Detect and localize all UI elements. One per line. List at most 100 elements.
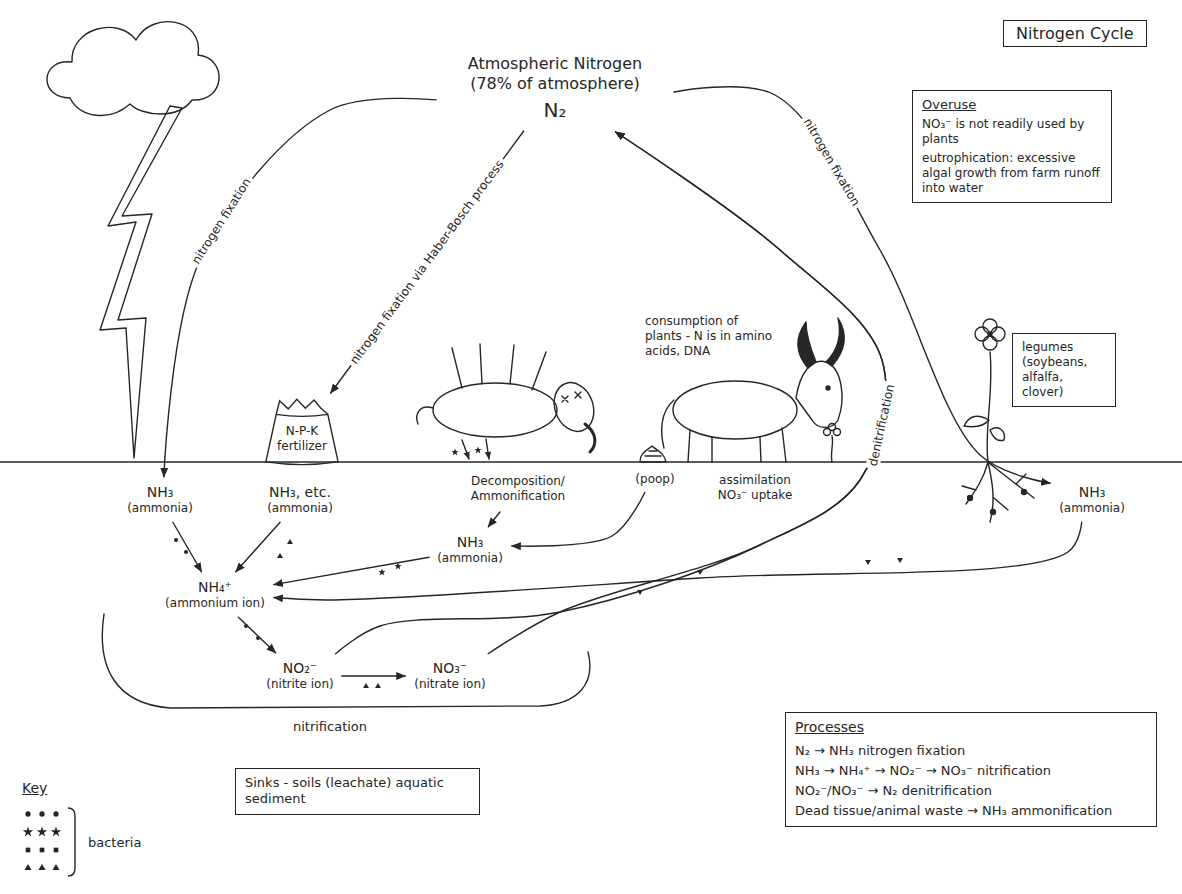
node-text: NH₃ → NH₄⁺ → NO₂⁻ → NO₃⁻ nitrification bbox=[795, 763, 1147, 779]
nitrification-bracket bbox=[102, 614, 590, 708]
node-text: NO₃⁻ is not readily used by plants bbox=[922, 117, 1102, 147]
node-text: NH₃, etc. bbox=[267, 484, 333, 502]
bacteria-symbol bbox=[25, 811, 30, 816]
flow-arrow bbox=[331, 131, 524, 393]
legume-plant bbox=[983, 336, 997, 350]
legume-plant bbox=[964, 416, 989, 427]
flow-arrow bbox=[488, 132, 886, 654]
dead-animal bbox=[417, 344, 601, 459]
bacteria-mark bbox=[697, 570, 703, 575]
bacteria-symbol bbox=[39, 811, 44, 816]
cow bbox=[826, 318, 844, 366]
dead-animal bbox=[486, 439, 489, 459]
node-text: (poop) bbox=[635, 472, 674, 487]
bacteria-mark bbox=[184, 550, 188, 554]
dead-animal bbox=[548, 377, 601, 437]
fertilizer-bag-outline bbox=[266, 399, 338, 464]
dead-animal bbox=[462, 440, 469, 459]
node-text: NH₄⁺ bbox=[165, 579, 265, 597]
flow-arrow bbox=[342, 675, 406, 676]
grazed-plant bbox=[824, 429, 831, 436]
legume-plant bbox=[964, 319, 1005, 462]
legume-roots bbox=[962, 462, 1034, 522]
note-label: assimilation NO₃⁻ uptake bbox=[712, 473, 798, 503]
bacteria-mark bbox=[256, 636, 260, 640]
bacteria-mark bbox=[475, 447, 482, 454]
node-text: NH₃ bbox=[127, 484, 193, 502]
cow bbox=[826, 386, 830, 390]
bacteria-symbol bbox=[51, 826, 61, 836]
legume-plant bbox=[987, 352, 991, 462]
nitrification-bracket bbox=[102, 614, 590, 708]
node-text: N₂ → NH₃ nitrogen fixation bbox=[795, 743, 1147, 759]
flow-arrow bbox=[274, 557, 429, 584]
node-text: Overuse bbox=[922, 97, 1102, 113]
ground-line bbox=[0, 461, 1182, 462]
bacteria-mark bbox=[897, 558, 903, 563]
cow bbox=[798, 322, 816, 368]
edge-label: nitrogen fixation via Haber-Bosch proces… bbox=[346, 155, 509, 370]
chemical-label: NO₂⁻(nitrite ion) bbox=[262, 658, 337, 695]
cow bbox=[688, 428, 786, 462]
chemical-label: NO₃⁻(nitrate ion) bbox=[410, 658, 489, 695]
flow-arrow bbox=[164, 98, 436, 476]
bacteria-symbol bbox=[24, 864, 31, 870]
node-text: NH₃ bbox=[1059, 484, 1125, 502]
cow bbox=[662, 400, 674, 448]
node-text: Sinks - soils (leachate) aquatic sedimen… bbox=[245, 775, 470, 808]
bacteria-mark bbox=[375, 683, 381, 688]
node-text: N₂ bbox=[446, 98, 664, 123]
legume-note: legumes (soybeans, alfalfa, clover) bbox=[1012, 333, 1116, 407]
bacteria-symbol bbox=[26, 848, 31, 853]
node-text: NH₃ bbox=[437, 534, 503, 552]
grazed-plant bbox=[834, 429, 841, 436]
lightning-bolt bbox=[100, 106, 182, 458]
bacteria-mark bbox=[637, 590, 643, 595]
bacteria-symbol bbox=[53, 811, 58, 816]
legend-bracket bbox=[68, 808, 75, 876]
legume-plant bbox=[983, 319, 997, 333]
node-text: NO₂⁻ bbox=[266, 660, 333, 678]
bacteria-symbol bbox=[54, 848, 59, 853]
grazed-plant bbox=[829, 424, 836, 431]
atmosphere-label: Atmospheric Nitrogen (78% of atmosphere)… bbox=[440, 50, 670, 127]
flow-arrow bbox=[336, 132, 886, 654]
chemical-label: NH₃(ammonia) bbox=[123, 482, 197, 519]
grazed-plant bbox=[831, 436, 832, 462]
bacteria-mark bbox=[244, 624, 248, 628]
legume-roots bbox=[991, 510, 996, 515]
legume-plant bbox=[975, 327, 989, 341]
chemical-label: NH₄⁺(ammonium ion) bbox=[161, 577, 269, 614]
bacteria-mark bbox=[379, 569, 386, 576]
node-text: (ammonia) bbox=[437, 551, 503, 566]
note-box: OveruseNO₃⁻ is not readily used by plant… bbox=[912, 90, 1112, 203]
chemical-label: NH₃, etc.(ammonia) bbox=[263, 482, 337, 519]
bacteria-symbol bbox=[52, 864, 59, 870]
bacteria-mark bbox=[277, 553, 283, 558]
node-text: (ammonia) bbox=[267, 501, 333, 516]
node-text: (ammonium ion) bbox=[165, 596, 265, 611]
bacteria-symbol bbox=[23, 826, 33, 836]
node-text: Atmospheric Nitrogen (78% of atmosphere) bbox=[446, 54, 664, 94]
node-text: (ammonia) bbox=[127, 501, 193, 516]
sink-box: Sinks - soils (leachate) aquatic sedimen… bbox=[235, 768, 480, 815]
dead-animal bbox=[562, 392, 581, 402]
node-text: Processes bbox=[795, 719, 1147, 737]
bacteria-symbol bbox=[40, 848, 45, 853]
legume-roots bbox=[962, 462, 1034, 522]
bacteria-mark bbox=[363, 683, 369, 688]
flow-arrow bbox=[173, 522, 202, 572]
legend-row: bacteria bbox=[18, 804, 141, 880]
manure bbox=[640, 446, 666, 462]
legend-title: Key bbox=[22, 780, 47, 798]
cow bbox=[673, 381, 797, 439]
node-text: (ammonia) bbox=[1059, 501, 1125, 516]
bacteria-symbol bbox=[37, 826, 47, 836]
flow-arrow bbox=[236, 522, 280, 572]
node-text: NO₃⁻ bbox=[414, 660, 485, 678]
dead-animal bbox=[452, 344, 546, 390]
ground-line bbox=[0, 461, 1182, 462]
chemical-label: NH₃(ammonia) bbox=[1055, 482, 1129, 519]
node-text: (nitrate ion) bbox=[414, 677, 485, 692]
dead-animal bbox=[417, 407, 433, 424]
